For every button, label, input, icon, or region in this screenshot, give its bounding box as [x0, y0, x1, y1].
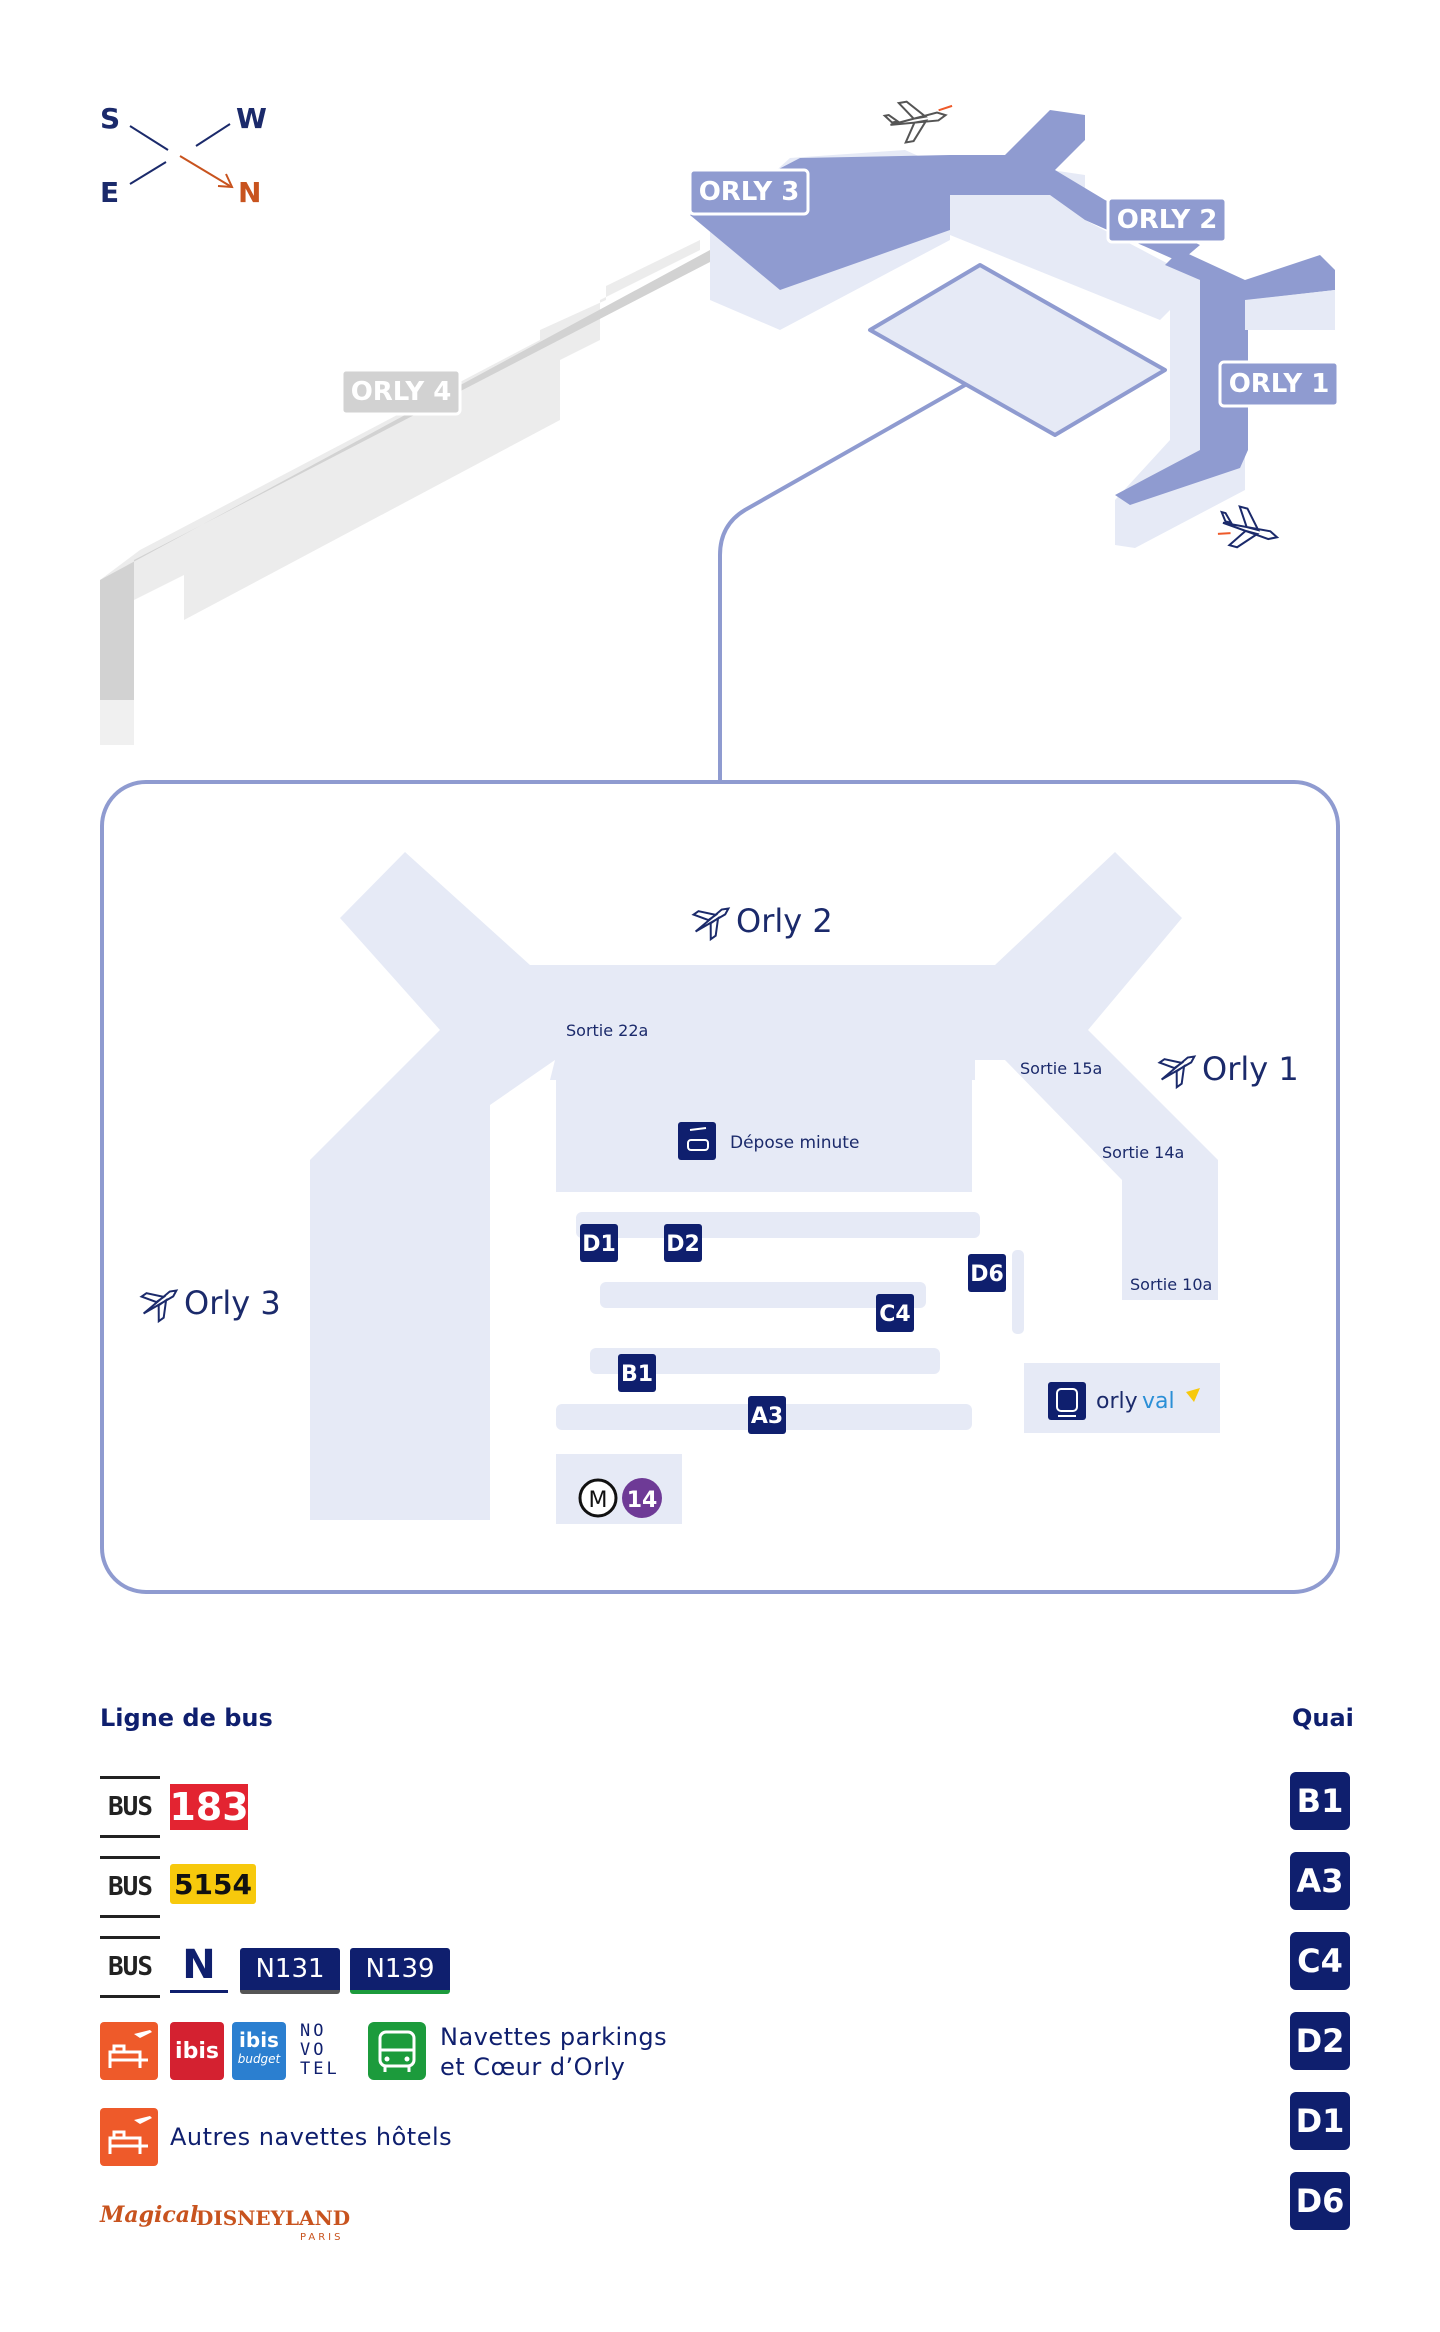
- stop-badge-d6: D6: [968, 1254, 1006, 1292]
- disneyland-logo: Magical DISNEYLAND PARIS: [100, 2196, 360, 2252]
- autres-navettes-text: Autres navettes hôtels: [170, 2123, 453, 2151]
- plane-icon: [139, 1289, 179, 1324]
- stop-badge-c4: C4: [876, 1294, 914, 1332]
- plane-icon: [1157, 1055, 1197, 1090]
- svg-text:Orly 3: Orly 3: [184, 1284, 281, 1322]
- novotel-text-1: NO: [300, 2021, 327, 2041]
- svg-text:orly: orly: [1096, 1389, 1138, 1414]
- exit-label: Sortie 22a: [566, 1021, 648, 1040]
- shuttle-bus-icon: [368, 2022, 426, 2080]
- metro-line-14-icon: [622, 1478, 662, 1518]
- svg-text:B1: B1: [621, 1362, 653, 1387]
- novotel-text-2: VO: [300, 2040, 327, 2060]
- novotel-text-3: TEL: [300, 2059, 340, 2079]
- zoom-connector: [718, 383, 966, 780]
- terminal-label-orly1: ORLY 1: [1218, 360, 1340, 408]
- detail-building: [310, 852, 1220, 1524]
- bus-tag: BUS: [100, 1776, 160, 1838]
- terminal-label-orly4: ORLY 4: [340, 368, 462, 416]
- novotel-logo: NO VO TEL: [300, 2022, 340, 2079]
- svg-text:ORLY 3: ORLY 3: [699, 177, 800, 207]
- plane-icon: [1217, 505, 1280, 549]
- svg-text:val: val: [1142, 1389, 1175, 1414]
- ibis-logo: ibis: [170, 2022, 224, 2080]
- quai-badge: D6: [1290, 2172, 1350, 2230]
- terminal-orly4-shape: [100, 240, 710, 745]
- magical-text: Magical: [100, 2202, 199, 2228]
- legend-heading-quai: Quai: [1292, 1704, 1354, 1732]
- ibis-budget-subtext: budget: [237, 2052, 281, 2066]
- quai-badge: A3: [1290, 1852, 1350, 1910]
- drop-off-zone: Dépose minute: [678, 1122, 859, 1160]
- svg-text:C4: C4: [879, 1302, 910, 1327]
- svg-text:M: M: [589, 1488, 608, 1513]
- compass-south: S: [100, 102, 120, 135]
- quai-badge: D2: [1290, 2012, 1350, 2070]
- orlyval-station: orly val: [1048, 1382, 1200, 1420]
- metro-station: M 14: [578, 1478, 662, 1518]
- ibis-budget-text: ibis: [239, 2028, 279, 2052]
- hotel-shuttle-icon: [100, 2108, 158, 2166]
- svg-text:ORLY 2: ORLY 2: [1117, 205, 1218, 235]
- stop-badge-d2: D2: [664, 1224, 702, 1262]
- compass-rose: S W E N: [100, 102, 267, 209]
- svg-text:D1: D1: [582, 1232, 616, 1257]
- compass-west: W: [236, 102, 267, 135]
- quai-badge: B1: [1290, 1772, 1350, 1830]
- exit-label: Sortie 15a: [1020, 1059, 1102, 1078]
- svg-text:Orly 2: Orly 2: [736, 902, 833, 940]
- compass-east: E: [100, 176, 119, 209]
- disneyland-text: DISNEYLAND: [196, 2206, 351, 2230]
- noctilien-logo: N: [170, 1940, 228, 1993]
- navettes-text-1: Navettes parkings: [440, 2023, 668, 2051]
- hotel-shuttle-icon: [100, 2022, 158, 2080]
- detail-label-orly2: Orly 2: [691, 902, 833, 942]
- paris-text: PARIS: [300, 2232, 344, 2243]
- stop-badge-a3: A3: [748, 1396, 786, 1434]
- bus-line-5154: 5154: [170, 1864, 256, 1904]
- terminal-label-orly2: ORLY 2: [1106, 196, 1228, 244]
- svg-text:D6: D6: [970, 1262, 1004, 1287]
- exit-label: Sortie 10a: [1130, 1275, 1212, 1294]
- bus-line-183: 183: [169, 1784, 249, 1830]
- navettes-text-2: et Cœur d’Orly: [440, 2053, 626, 2081]
- svg-text:Dépose minute: Dépose minute: [730, 1133, 859, 1153]
- stop-badge-b1: B1: [618, 1354, 656, 1392]
- detail-label-orly3: Orly 3: [139, 1284, 281, 1324]
- svg-text:14: 14: [627, 1488, 658, 1513]
- svg-text:ORLY 1: ORLY 1: [1229, 369, 1330, 399]
- metro-icon: [578, 1478, 618, 1518]
- legend-heading-bus: Ligne de bus: [100, 1704, 273, 1732]
- svg-text:D2: D2: [666, 1232, 700, 1257]
- detail-label-orly1: Orly 1: [1157, 1050, 1299, 1090]
- terminal-label-orly3: ORLY 3: [688, 168, 810, 216]
- svg-text:Orly 1: Orly 1: [1202, 1050, 1299, 1088]
- svg-text:ORLY 4: ORLY 4: [351, 377, 452, 407]
- stop-badge-d1: D1: [580, 1224, 618, 1262]
- exit-label: Sortie 14a: [1102, 1143, 1184, 1162]
- ibis-budget-logo: ibis budget: [232, 2022, 286, 2080]
- train-icon: [1048, 1382, 1086, 1420]
- bus-line-n139: N139: [350, 1948, 450, 1994]
- bus-line-n131: N131: [240, 1948, 340, 1994]
- bus-tag: BUS: [100, 1936, 160, 1998]
- quai-badge: C4: [1290, 1932, 1350, 1990]
- quai-badge: D1: [1290, 2092, 1350, 2150]
- svg-text:A3: A3: [751, 1404, 783, 1429]
- central-hub-shape: [868, 263, 1167, 437]
- plane-icon: [691, 907, 731, 942]
- compass-north: N: [238, 176, 261, 209]
- plane-icon: [882, 100, 953, 144]
- bus-tag: BUS: [100, 1856, 160, 1918]
